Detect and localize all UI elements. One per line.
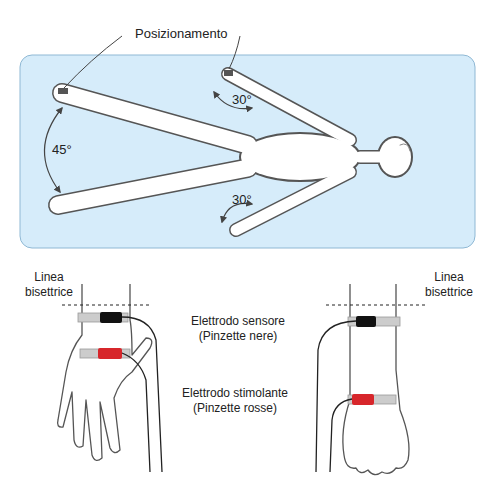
bisector-label: Linea bisettrice [414, 270, 484, 300]
positioning-label: Posizionamento [135, 26, 228, 42]
hand-outline [58, 284, 152, 460]
electrode-label: Elettrodo sensore (Pinzette nere) [172, 314, 304, 344]
electrode-label: Elettrodo stimolante (Pinzette rosse) [166, 386, 304, 416]
body-figure [58, 74, 412, 230]
leader-line [64, 36, 122, 88]
wire [316, 321, 356, 472]
hand-electrode [224, 70, 233, 76]
bed-panel [20, 55, 475, 248]
sensor-electrode [78, 313, 128, 322]
wire [122, 317, 162, 472]
red-clip [98, 348, 122, 359]
foot-outline [343, 284, 409, 475]
angle-label: 30° [232, 192, 252, 208]
leader-line [229, 36, 240, 69]
black-clip [100, 312, 122, 323]
angle-label: 30° [232, 92, 252, 108]
bisector-line [326, 305, 426, 306]
angle-label: 45° [52, 142, 72, 158]
angle-arc [214, 92, 252, 109]
red-clip [352, 394, 374, 405]
foot-electrode [58, 88, 68, 94]
black-clip [356, 316, 376, 327]
wire [122, 353, 150, 472]
bisector-line [62, 305, 152, 306]
stimulating-electrode [348, 395, 396, 404]
bisector-label: Linea bisettrice [14, 270, 84, 300]
wire [330, 399, 352, 472]
